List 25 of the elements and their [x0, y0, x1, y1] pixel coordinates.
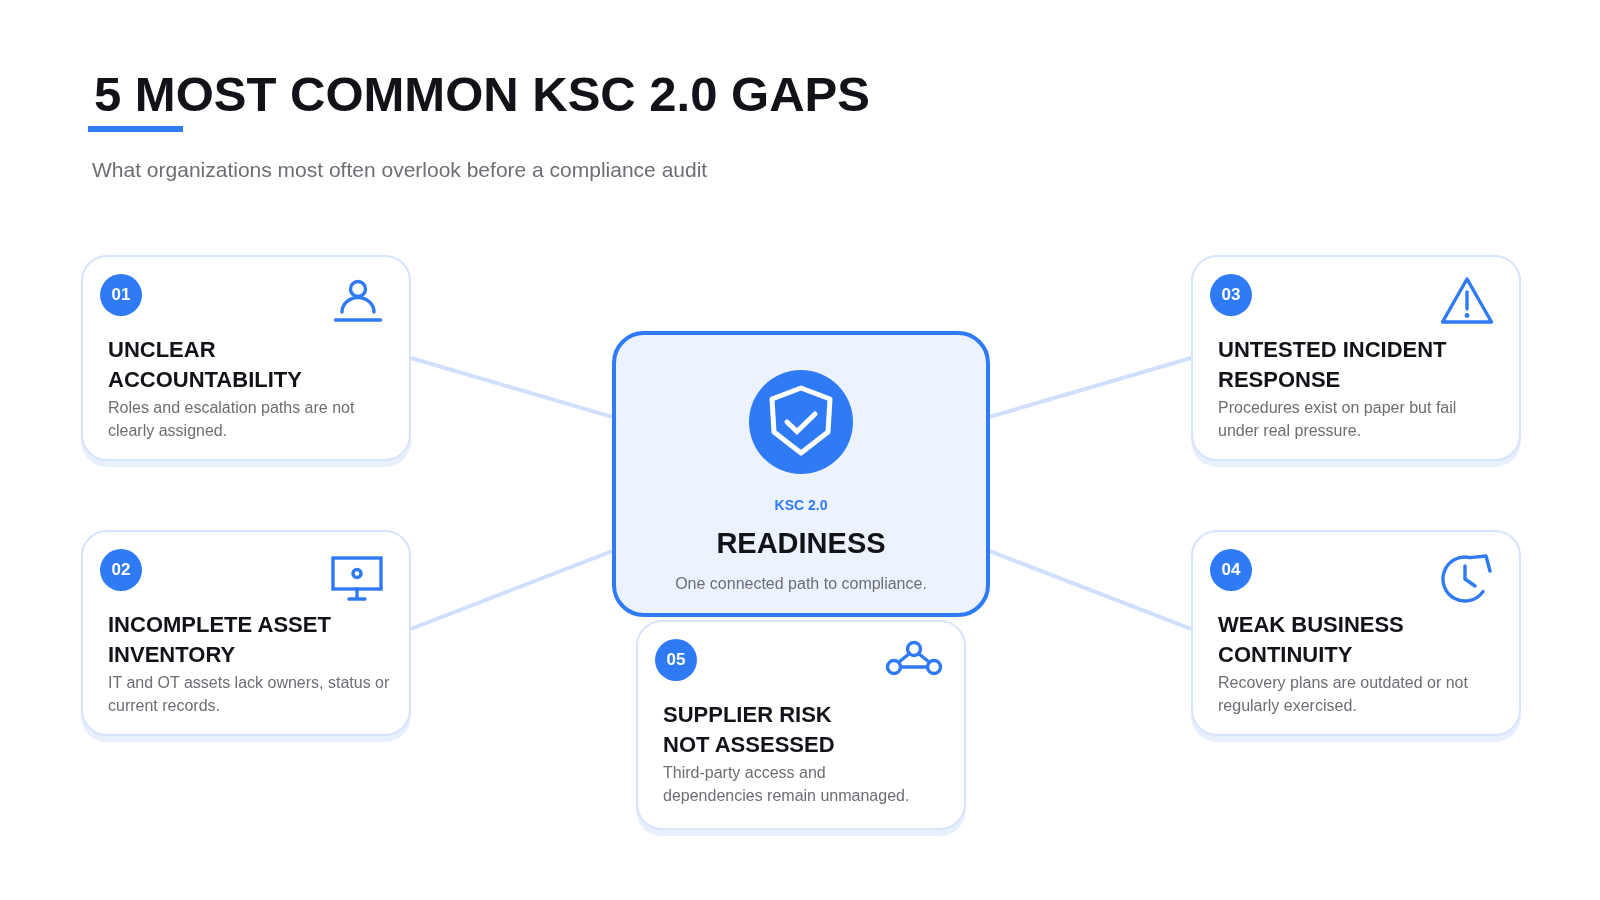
subtitle: What organizations most often overlook before a compliance audit — [92, 157, 708, 183]
card-description: IT and OT assets lack owners, status or current records. — [108, 673, 390, 716]
card-description: Roles and escalation paths are not clearly assigned. — [108, 398, 356, 441]
eyebrow-label: KSC 2.0 — [774, 496, 828, 515]
card-heading: INCOMPLETE ASSET INVENTORY — [108, 611, 332, 669]
card-description: Recovery plans are outdated or not regularly exercised. — [1218, 673, 1469, 716]
card-description: One connected path to compliance. — [675, 574, 927, 594]
connector-line — [989, 356, 1192, 419]
connector-line — [410, 549, 613, 631]
readiness-card — [612, 331, 990, 617]
card-heading: UNTESTED INCIDENT RESPONSE — [1218, 336, 1448, 394]
number-badge: 01 — [100, 274, 142, 316]
connector-line — [989, 549, 1192, 631]
card-description: Third-party access and dependencies remain unmanaged. — [663, 763, 911, 806]
number-badge: 05 — [655, 639, 697, 681]
connector-line — [410, 356, 613, 419]
card-heading: WEAK BUSINESS CONTINUITY — [1218, 611, 1405, 669]
page-title: 5 MOST COMMON KSC 2.0 GAPS — [94, 66, 870, 123]
card-heading: UNCLEAR ACCOUNTABILITY — [108, 336, 303, 394]
card-title: READINESS — [716, 526, 886, 561]
number-badge: 04 — [1210, 549, 1252, 591]
card-description: Procedures exist on paper but fail under real pressure. — [1218, 398, 1458, 441]
number-badge: 03 — [1210, 274, 1252, 316]
number-badge: 02 — [100, 549, 142, 591]
card-heading: SUPPLIER RISK NOT ASSESSED — [663, 701, 836, 759]
